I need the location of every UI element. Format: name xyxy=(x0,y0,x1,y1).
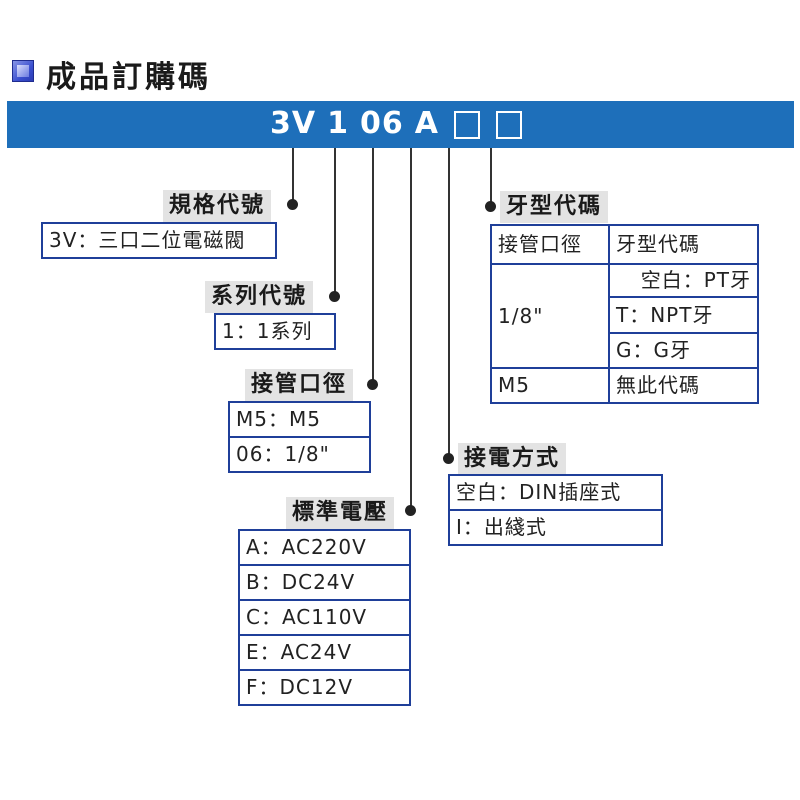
connector-line-connection xyxy=(448,148,450,458)
voltage-label: 標準電壓 xyxy=(286,497,395,529)
connection-label: 接電方式 xyxy=(458,443,567,475)
code-segment-series: 1 xyxy=(327,106,349,141)
thread-option-g: G：G牙 xyxy=(616,338,691,362)
thread-table: 接管口徑 牙型代碼 1/8" 空白：PT牙 T：NPT牙 G：G牙 M5 無此代… xyxy=(490,224,759,404)
connector-dot-port xyxy=(366,378,378,390)
thread-col1-header: 接管口徑 xyxy=(498,232,582,256)
order-code: 3V 1 06 A xyxy=(270,103,534,145)
code-segment-port: 06 xyxy=(359,106,404,141)
connector-line-spec xyxy=(292,148,294,204)
series-option: 1：1系列 xyxy=(222,319,313,343)
spec-options: 3V：三口二位電磁閥 xyxy=(41,222,277,259)
thread-option-blank: 空白：PT牙 xyxy=(640,268,751,292)
port-option: M5：M5 xyxy=(236,407,321,431)
thread-option-m5: 無此代碼 xyxy=(616,373,700,397)
series-label: 系列代號 xyxy=(205,281,314,313)
thread-col2-header: 牙型代碼 xyxy=(616,232,700,256)
connector-line-port xyxy=(372,148,374,384)
connector-line-voltage xyxy=(410,148,412,510)
connector-dot-voltage xyxy=(404,504,416,516)
connection-option: I：出綫式 xyxy=(450,509,661,544)
voltage-options: A：AC220V B：DC24V C：AC110V E：AC24V F：DC12… xyxy=(238,529,411,706)
series-options: 1：1系列 xyxy=(214,313,336,350)
connector-line-series xyxy=(334,148,336,296)
port-option: 06：1/8" xyxy=(230,436,369,471)
spec-label: 規格代號 xyxy=(163,190,272,222)
connector-dot-thread xyxy=(484,200,496,212)
code-segment-voltage: A xyxy=(414,106,439,141)
connector-dot-connection xyxy=(442,452,454,464)
thread-size-1-8: 1/8" xyxy=(498,304,544,328)
voltage-option: B：DC24V xyxy=(240,564,409,599)
voltage-option: E：AC24V xyxy=(240,634,409,669)
thread-option-t: T：NPT牙 xyxy=(616,303,714,327)
port-options: M5：M5 06：1/8" xyxy=(228,401,371,473)
spec-option: 3V：三口二位電磁閥 xyxy=(49,228,246,252)
voltage-option: C：AC110V xyxy=(240,599,409,634)
voltage-option: F：DC12V xyxy=(240,669,409,704)
order-code-banner xyxy=(7,101,794,148)
connector-dot-series xyxy=(328,290,340,302)
connector-line-thread xyxy=(490,148,492,206)
connector-dot-spec xyxy=(286,198,298,210)
section-bullet-icon xyxy=(12,60,34,82)
thread-size-m5: M5 xyxy=(498,373,530,397)
thread-label: 牙型代碼 xyxy=(500,191,609,223)
code-segment-spec: 3V xyxy=(270,106,317,141)
code-slot-thread xyxy=(495,110,522,139)
connection-option: 空白：DIN插座式 xyxy=(456,480,622,504)
page-title: 成品訂購碼 xyxy=(46,60,211,95)
code-slot-connection xyxy=(453,110,480,139)
connection-options: 空白：DIN插座式 I：出綫式 xyxy=(448,474,663,546)
voltage-option: A：AC220V xyxy=(246,535,367,559)
port-label: 接管口徑 xyxy=(245,369,354,401)
